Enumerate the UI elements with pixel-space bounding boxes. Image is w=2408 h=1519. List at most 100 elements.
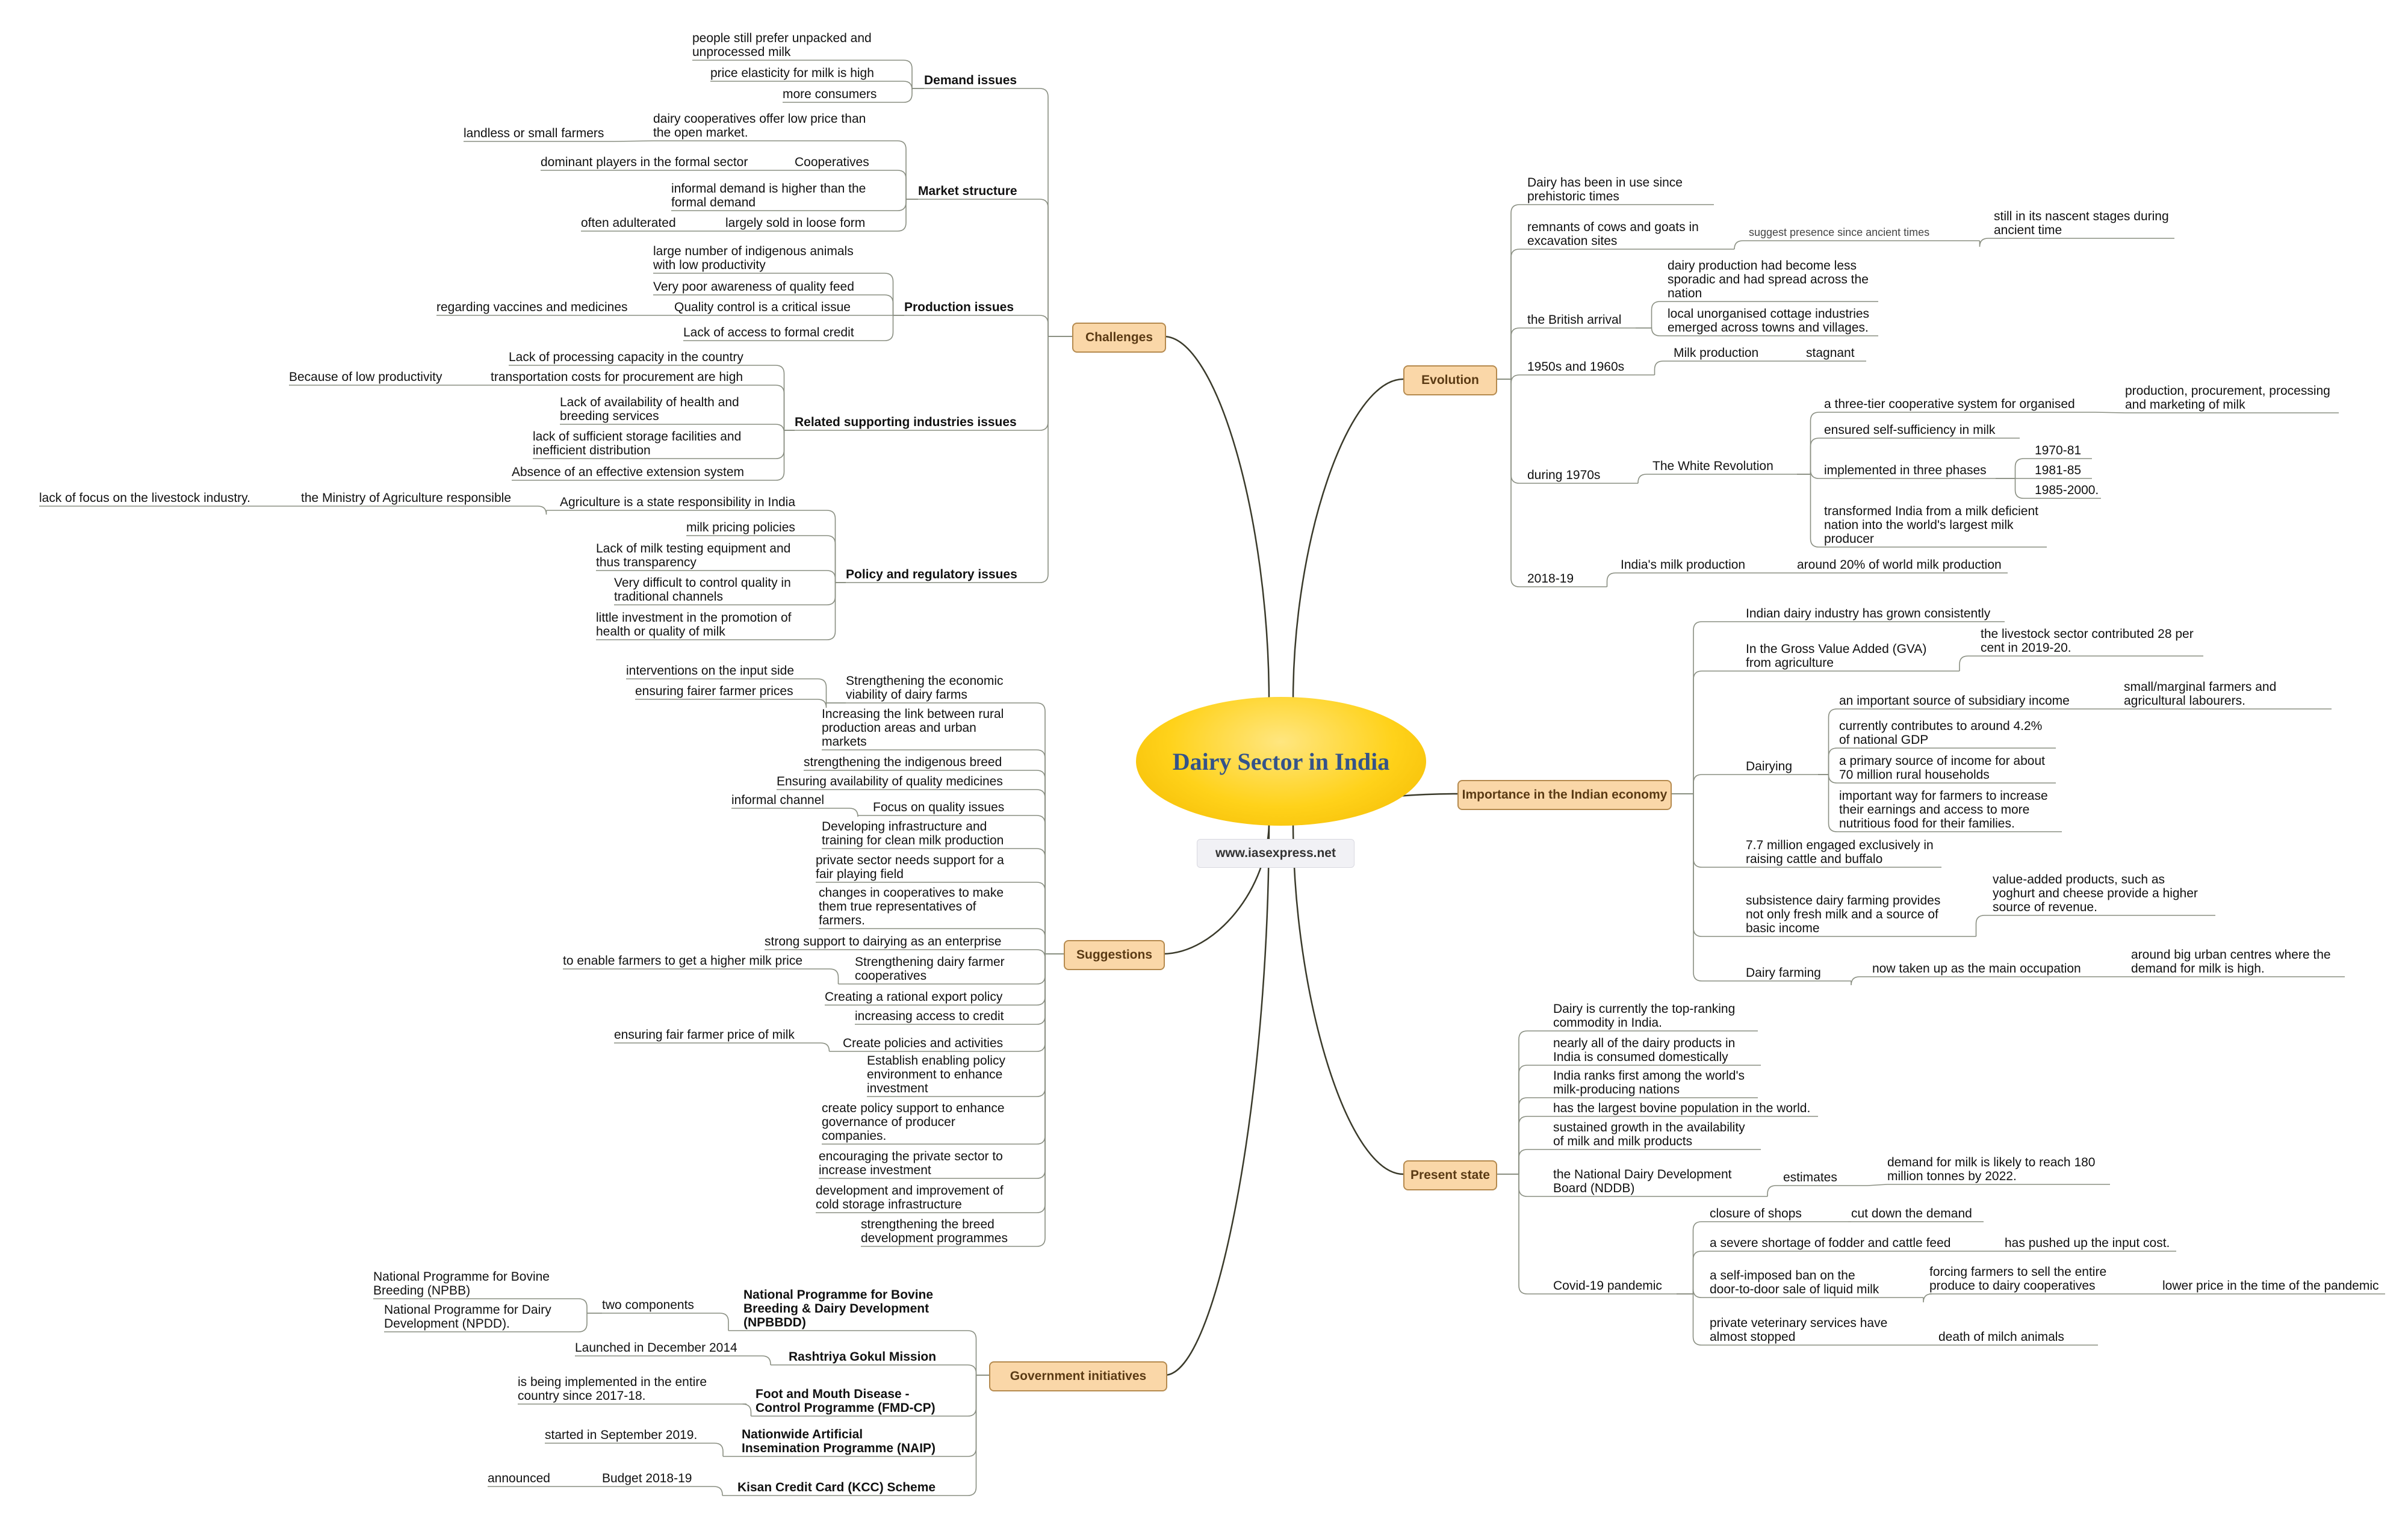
node-sg-s4[interactable]: Ensuring availability of quality medicin… [777, 775, 1003, 788]
node-im-i6[interactable]: Dairy farming [1746, 966, 1821, 980]
node-ch-m4a[interactable]: often adulterated [581, 216, 676, 230]
node-ch-p4[interactable]: Lack of access to formal credit [683, 326, 854, 339]
node-ev-e4[interactable]: 1950s and 1960s [1527, 360, 1625, 374]
node-ch-r1[interactable]: Lack of processing capacity in the count… [509, 350, 743, 364]
branch-challenges[interactable]: Challenges [1072, 323, 1166, 353]
node-gv-g5[interactable]: Kisan Credit Card (KCC) Scheme [737, 1480, 936, 1494]
node-ch-market[interactable]: Market structure [918, 184, 1017, 198]
node-ch-r2[interactable]: transportation costs for procurement are… [491, 370, 743, 384]
node-ch-r4[interactable]: lack of sufficient storage facilities an… [533, 430, 742, 457]
branch-importance[interactable]: Importance in the Indian economy [1457, 780, 1672, 810]
node-sg-s5[interactable]: Focus on quality issues [873, 800, 1005, 814]
node-gv-g5b[interactable]: announced [488, 1471, 550, 1485]
node-sg-s9[interactable]: strong support to dairying as an enterpr… [765, 935, 1002, 948]
node-ch-r2a[interactable]: Because of low productivity [289, 370, 442, 384]
node-gv-g2a[interactable]: Launched in December 2014 [575, 1341, 737, 1355]
node-im-i3a[interactable]: an important source of subsidiary income [1839, 694, 2070, 708]
node-ev-e4b[interactable]: stagnant [1806, 346, 1855, 360]
node-ps-p7c[interactable]: a severe shortage of fodder and cattle f… [1710, 1236, 1951, 1250]
node-ev-e5e[interactable]: implemented in three phases [1824, 463, 1987, 477]
node-ev-e6b[interactable]: around 20% of world milk production [1797, 558, 2002, 572]
branch-government[interactable]: Government initiatives [989, 1361, 1167, 1391]
node-sg-s13[interactable]: Create policies and activities [843, 1036, 1004, 1050]
node-sg-s1b[interactable]: ensuring fairer farmer prices [635, 684, 793, 698]
branch-evolution[interactable]: Evolution [1403, 365, 1497, 395]
node-ch-q1a[interactable]: the Ministry of Agriculture responsible [301, 491, 511, 505]
node-gv-g4a[interactable]: started in September 2019. [545, 1428, 698, 1442]
node-ev-e5f[interactable]: 1970-81 [2035, 444, 2082, 457]
node-ch-p3[interactable]: Quality control is a critical issue [674, 300, 851, 314]
node-ev-e4a[interactable]: Milk production [1674, 346, 1759, 360]
node-sg-s5a[interactable]: informal channel [731, 793, 825, 807]
node-ch-q1[interactable]: Agriculture is a state responsibility in… [560, 495, 796, 509]
node-im-i3[interactable]: Dairying [1746, 760, 1793, 773]
node-ch-r5[interactable]: Absence of an effective extension system [512, 465, 744, 479]
node-ps-p7[interactable]: Covid-19 pandemic [1553, 1279, 1662, 1293]
node-ch-p2[interactable]: Very poor awareness of quality feed [653, 280, 854, 294]
node-ch-q1b[interactable]: lack of focus on the livestock industry. [39, 491, 250, 505]
node-gv-g5a[interactable]: Budget 2018-19 [602, 1471, 692, 1485]
node-sg-s11[interactable]: Creating a rational export policy [825, 990, 1003, 1004]
node-ch-m1a[interactable]: landless or small farmers [464, 126, 604, 140]
node-ch-policy[interactable]: Policy and regulatory issues [846, 568, 1017, 581]
branch-suggestions[interactable]: Suggestions [1064, 940, 1165, 970]
node-ch-p3a[interactable]: regarding vaccines and medicines [436, 300, 628, 314]
node-ev-e6[interactable]: 2018-19 [1527, 572, 1574, 586]
node-gv-g3[interactable]: Foot and Mouth Disease -Control Programm… [756, 1387, 936, 1415]
node-ch-m4[interactable]: largely sold in loose form [725, 216, 866, 230]
node-im-i1[interactable]: Indian dairy industry has grown consiste… [1746, 607, 1991, 620]
node-ps-p7i[interactable]: death of milch animals [1938, 1330, 2064, 1344]
node-ev-e5b[interactable]: a three-tier cooperative system for orga… [1824, 397, 2075, 411]
node-sg-s1a[interactable]: interventions on the input side [626, 664, 795, 678]
node-im-i2[interactable]: In the Gross Value Added (GVA)from agric… [1746, 642, 1927, 670]
node-ps-p7a[interactable]: closure of shops [1710, 1207, 1802, 1220]
node-ev-e5d[interactable]: ensured self-sufficiency in milk [1824, 423, 1996, 437]
node-ch-demand[interactable]: Demand issues [924, 73, 1017, 87]
node-ch-q2[interactable]: milk pricing policies [686, 521, 795, 534]
node-im-i3c[interactable]: currently contributes to around 4.2%of n… [1839, 719, 2043, 747]
node-gv-g2[interactable]: Rashtriya Gokul Mission [789, 1350, 937, 1364]
node-ev-e2a[interactable]: suggest presence since ancient times [1749, 226, 1930, 238]
central-topic[interactable]: Dairy Sector in India [1136, 697, 1426, 826]
node-ps-p7g[interactable]: lower price in the time of the pandemic [2162, 1279, 2379, 1293]
node-sg-s10a[interactable]: to enable farmers to get a higher milk p… [563, 954, 803, 968]
node-ev-e3[interactable]: the British arrival [1527, 313, 1622, 327]
node-ev-e5h[interactable]: 1985-2000. [2035, 483, 2099, 497]
branch-present[interactable]: Present state [1403, 1160, 1497, 1190]
